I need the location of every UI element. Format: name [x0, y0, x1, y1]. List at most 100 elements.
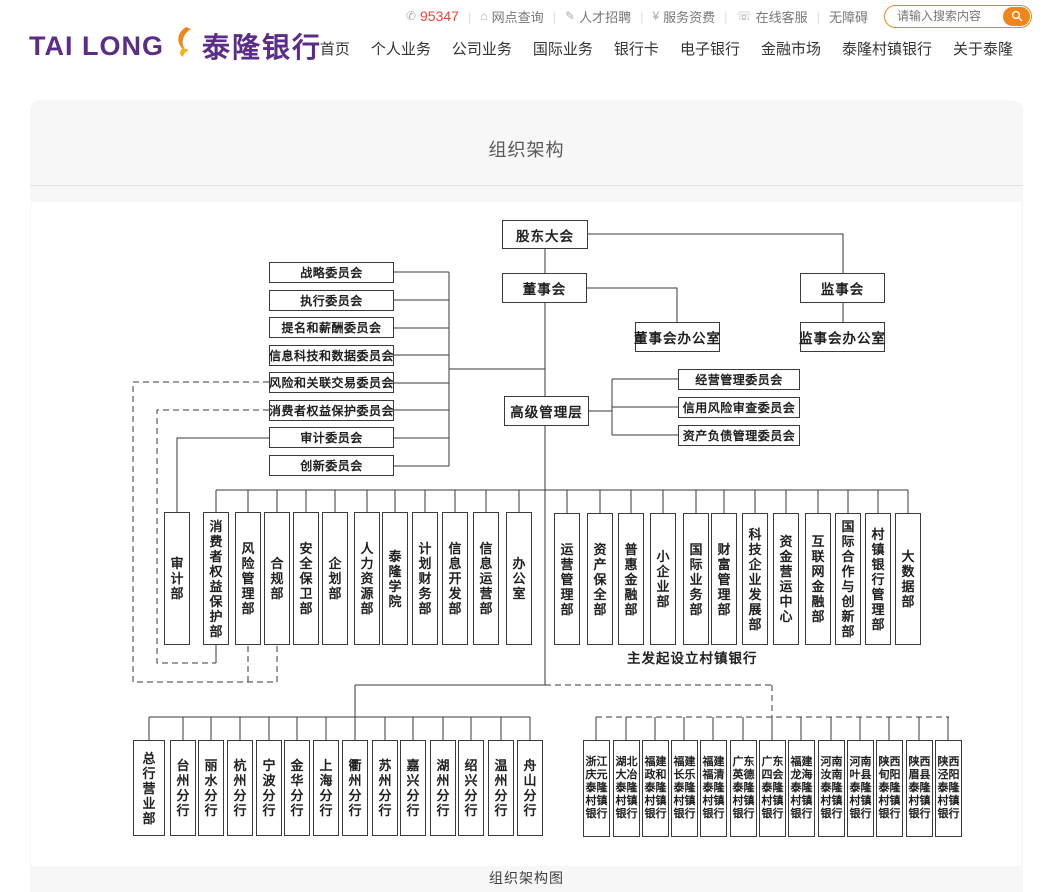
org-node: 上 海 分 行: [313, 740, 339, 836]
org-node: 经营管理委员会: [678, 369, 800, 390]
org-node: 嘉 兴 分 行: [400, 740, 426, 836]
org-node: 消 费 者 权 益 保 护 部: [203, 512, 229, 645]
topbar-separator: |: [552, 8, 556, 24]
org-node: 陕西 旬阳 泰隆 村镇 银行: [876, 740, 903, 837]
org-node: 计 划 财 务 部: [412, 512, 438, 645]
search-icon: [1011, 10, 1022, 22]
nav-item[interactable]: 金融市场: [760, 41, 821, 58]
org-node: 监事会办公室: [799, 322, 885, 352]
org-node: 福建 龙海 泰隆 村镇 银行: [788, 740, 815, 837]
nav-item[interactable]: 国际业务: [532, 41, 593, 58]
nav-item[interactable]: 银行卡: [613, 41, 659, 58]
org-node: 战略委员会: [269, 262, 394, 283]
nav-item[interactable]: 首页: [319, 41, 350, 58]
org-node: 小 企 业 部: [650, 513, 676, 645]
org-node: 办 公 室: [506, 512, 532, 645]
org-node: 陕西 眉县 泰隆 村镇 银行: [906, 740, 933, 837]
logo-cn-text: 泰隆银行: [201, 32, 322, 63]
org-node: 福建 政和 泰隆 村镇 银行: [642, 740, 669, 837]
topbar-link-label: 无障碍: [828, 9, 868, 25]
topbar-links: | ⌂网点查询 | ✎人才招聘 | ¥服务资费 | ☏在线客服 | 无障碍: [459, 7, 868, 26]
org-node: 湖 州 分 行: [430, 740, 456, 836]
org-node: 福建 福清 泰隆 村镇 银行: [700, 740, 727, 837]
org-node: 湖北 大冶 泰隆 村镇 银行: [613, 740, 640, 837]
topbar-link[interactable]: 无障碍: [829, 7, 868, 26]
org-connectors: [132, 233, 949, 740]
org-node: 普 惠 金 融 部: [618, 513, 644, 645]
org-node: 泰 隆 学 院: [382, 512, 408, 645]
org-node: 台 州 分 行: [170, 740, 196, 836]
org-node: 消费者权益保护委员会: [269, 400, 394, 421]
fee-icon: ¥: [652, 9, 660, 23]
topbar-link[interactable]: ☏在线客服: [737, 7, 808, 26]
org-node: 绍 兴 分 行: [458, 740, 484, 836]
org-chart: 主发起设立村镇银行 股东大会董事会监事会董事会办公室监事会办公室高级管理层战略委…: [31, 202, 1021, 866]
topbar-link[interactable]: ¥服务资费: [652, 7, 715, 26]
org-node: 河南 叶县 泰隆 村镇 银行: [847, 740, 874, 837]
org-node: 提名和薪酬委员会: [269, 317, 394, 338]
org-node: 总 行 营 业 部: [133, 740, 165, 836]
org-node: 国 际 合 作 与 创 新 部: [835, 513, 861, 645]
phone-icon: ✆: [405, 9, 417, 23]
org-node: 安 全 保 卫 部: [293, 512, 319, 645]
bank-logo[interactable]: TAI LONG 泰隆银行: [29, 26, 322, 66]
org-node: 信 息 开 发 部: [442, 512, 468, 645]
org-node: 国 际 业 务 部: [683, 513, 709, 645]
chart-caption: 组织架构图: [489, 870, 564, 886]
org-node: 科 技 企 业 发 展 部: [742, 513, 768, 645]
search-button[interactable]: [1003, 6, 1030, 26]
topbar-link[interactable]: ⌂网点查询: [480, 7, 543, 26]
org-node: 杭 州 分 行: [227, 740, 253, 836]
topbar-link[interactable]: ✎人才招聘: [565, 7, 631, 26]
org-node: 浙江 庆元 泰隆 村镇 银行: [583, 740, 610, 837]
fish-logo-icon: [172, 26, 198, 63]
nav-item[interactable]: 泰隆村镇银行: [841, 41, 932, 58]
nav-item[interactable]: 关于泰隆: [952, 41, 1013, 58]
org-node: 村 镇 银 行 管 理 部: [865, 513, 891, 645]
topbar-separator: |: [640, 8, 644, 24]
search-input[interactable]: [895, 6, 999, 26]
topbar-separator: |: [816, 8, 820, 24]
org-node: 宁 波 分 行: [256, 740, 282, 836]
nav-item[interactable]: 个人业务: [370, 41, 431, 58]
title-divider: [30, 185, 1023, 186]
org-node: 资 金 营 运 中 心: [773, 513, 799, 645]
org-node: 风险和关联交易委员会: [269, 372, 394, 393]
org-node: 温 州 分 行: [488, 740, 514, 836]
topbar-link-label: 服务资费: [663, 9, 716, 25]
org-node: 广东 四会 泰隆 村镇 银行: [759, 740, 786, 837]
page-title: 组织架构: [488, 140, 565, 160]
org-node: 高级管理层: [504, 396, 589, 426]
org-node: 河南 汝南 泰隆 村镇 银行: [818, 740, 845, 837]
content-panel: 组织架构 主发起设立村镇银行 股东大会董事会监事会董事会办公室监事会办公室高级管…: [30, 100, 1023, 892]
org-node: 广东 英德 泰隆 村镇 银行: [730, 740, 757, 837]
recruit-icon: ✎: [565, 9, 576, 23]
org-node: 执行委员会: [269, 290, 394, 311]
org-node: 信 息 运 营 部: [473, 512, 499, 645]
org-node: 创新委员会: [269, 455, 394, 476]
phone-number: 95347: [420, 8, 459, 24]
org-note-village-banks: 主发起设立村镇银行: [627, 651, 758, 666]
search-box: [884, 4, 1032, 28]
org-node: 大 数 据 部: [895, 513, 921, 645]
org-node: 风 险 管 理 部: [235, 512, 261, 645]
topbar-separator: |: [467, 8, 472, 24]
org-node: 福建 长乐 泰隆 村镇 银行: [671, 740, 698, 837]
org-node: 信用风险审查委员会: [678, 397, 800, 418]
topbar-link-label: 网点查询: [491, 9, 544, 25]
service-icon: ☏: [736, 9, 752, 23]
phone-link[interactable]: ✆ 95347: [406, 8, 459, 24]
org-node: 舟 山 分 行: [517, 740, 543, 836]
nav-item[interactable]: 电子银行: [679, 41, 740, 58]
org-node: 金 华 分 行: [284, 740, 310, 836]
org-node: 丽 水 分 行: [198, 740, 224, 836]
org-node: 苏 州 分 行: [372, 740, 398, 836]
org-node: 衢 州 分 行: [342, 740, 368, 836]
main-nav: 首页 个人业务 公司业务 国际业务 银行卡 电子银行 金融市场 泰隆村镇银行 关于泰隆: [320, 38, 1013, 59]
nav-item[interactable]: 公司业务: [451, 41, 512, 58]
org-node: 陕西 泾阳 泰隆 村镇 银行: [935, 740, 962, 837]
org-node: 董事会办公室: [634, 322, 720, 352]
top-utility-bar: ✆ 95347 | ⌂网点查询 | ✎人才招聘 | ¥服务资费 | ☏在线客服 | 无障碍: [406, 4, 1032, 28]
topbar-separator: |: [724, 8, 728, 24]
org-node: 人 力 资 源 部: [354, 512, 380, 645]
